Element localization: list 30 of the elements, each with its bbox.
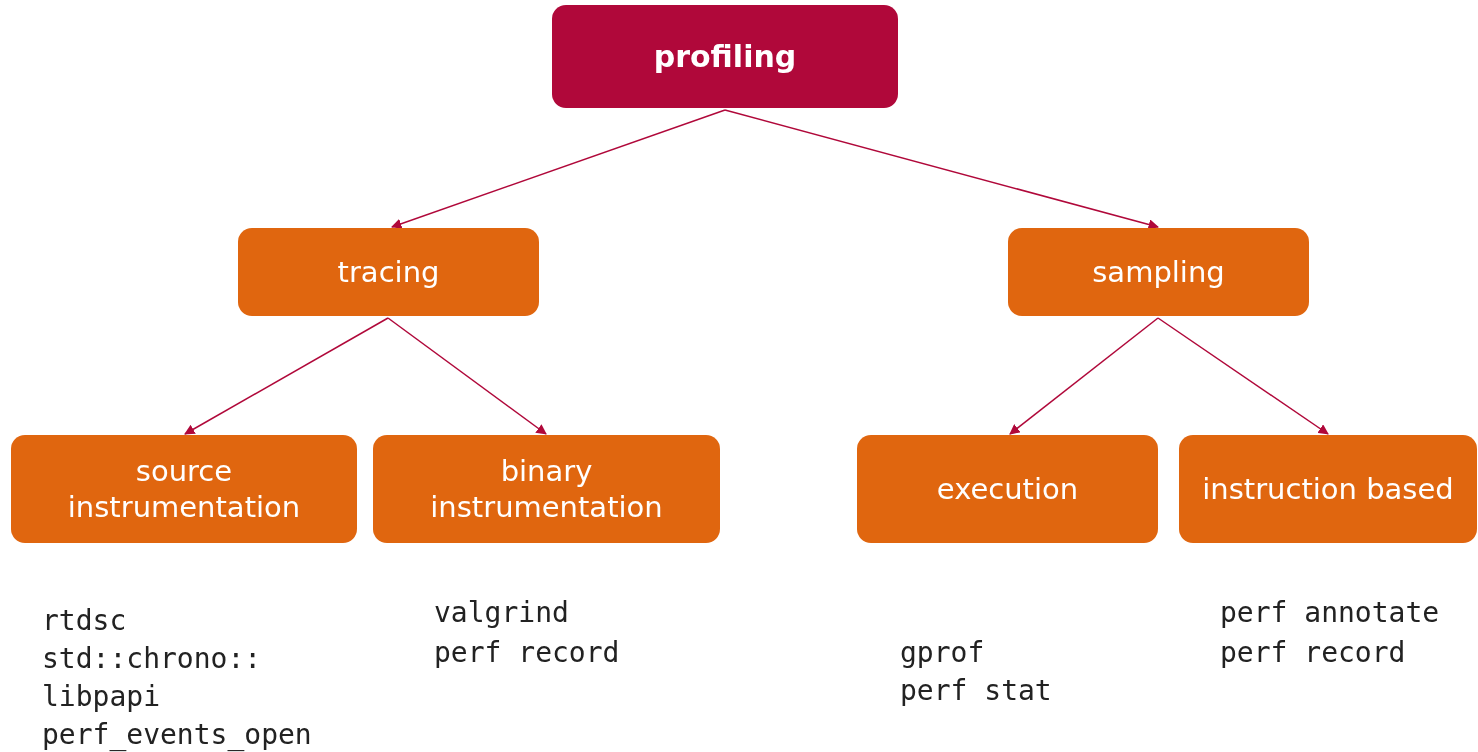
tool-name: perf record xyxy=(1220,636,1406,669)
category-box xyxy=(1008,228,1309,316)
category-box xyxy=(1179,435,1477,543)
box-label: binary instrumentation xyxy=(429,452,664,526)
box-label: execution xyxy=(936,470,1079,508)
tool-name: perf_events_open xyxy=(42,718,312,751)
arrow xyxy=(724,109,1159,230)
box-label: profiling xyxy=(653,37,797,76)
category-box xyxy=(11,435,357,543)
tool-name: rtdsc xyxy=(42,604,127,637)
arrow xyxy=(387,317,547,435)
category-box xyxy=(238,228,539,316)
arrow xyxy=(184,317,389,435)
tool-name: perf stat xyxy=(900,674,1052,707)
box-label: tracing xyxy=(337,253,440,291)
box-label: instruction based xyxy=(1202,470,1454,508)
tool-name: perf record xyxy=(434,636,620,669)
box-label: source instrumentation xyxy=(66,452,302,526)
category-box xyxy=(857,435,1158,543)
tool-name: libpapi xyxy=(42,680,160,713)
arrow xyxy=(391,109,726,229)
tool-name: valgrind xyxy=(434,596,569,629)
tool-name: perf annotate xyxy=(1220,596,1440,629)
tool-name: std::chrono:: xyxy=(42,642,262,675)
tool-name: gprof xyxy=(900,636,985,669)
box-label: sampling xyxy=(1092,253,1225,291)
arrow xyxy=(1009,317,1159,435)
root-box xyxy=(552,5,898,108)
category-box xyxy=(373,435,720,543)
arrow xyxy=(1157,317,1329,435)
